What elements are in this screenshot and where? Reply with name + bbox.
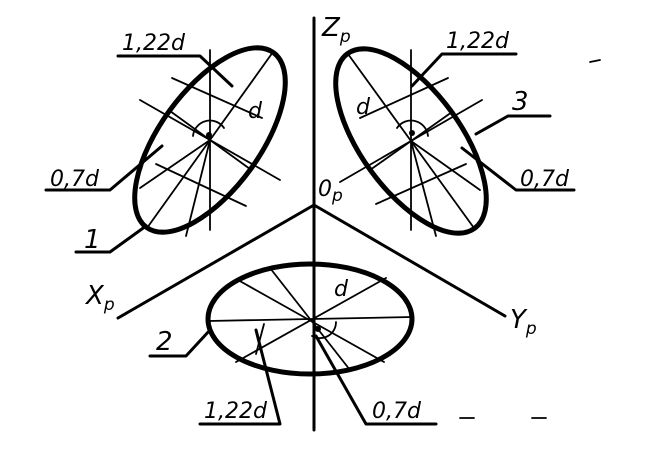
ellipse-3-diameter-label: d (356, 95, 371, 120)
ellipse-1-diameter-label: d (248, 99, 263, 124)
ellipse-2-center-dot (315, 326, 321, 332)
leader-lines (44, 52, 576, 426)
ellipse-2-chord-a (269, 267, 351, 371)
ellipse-1-chord-lower (155, 163, 247, 207)
x-axis-main: X (84, 281, 105, 311)
ellipse-1-center-dot (206, 132, 212, 138)
ellipse-3-chord-a (410, 140, 481, 191)
ellipse-1-major-label: 1,22d (122, 31, 186, 56)
ellipse-2-chord-b (255, 323, 265, 355)
z-axis-sub: p (339, 27, 351, 47)
z-axis-main: Z (321, 13, 341, 43)
ellipse-1-right-angle-mark (192, 119, 225, 137)
ellipse-2-major-label: 1,22d (204, 399, 268, 424)
ellipse-3-chord-upper (359, 77, 449, 119)
ellipse-3-number: 3 (512, 87, 529, 117)
ellipse-1-chord-a (139, 139, 211, 189)
ellipse-3-center-dot (409, 130, 415, 136)
z-axis-label: Zp (321, 13, 351, 47)
origin-main: 0 (318, 177, 332, 202)
ellipse-2-minor-leader (314, 334, 438, 426)
ellipse-3-group (333, 46, 489, 237)
ellipse-2 (205, 261, 415, 377)
ellipse-2-minor-label: 0,7d (372, 399, 422, 424)
y-axis-line (312, 203, 507, 318)
x-axis-label: Xp (84, 281, 115, 315)
ellipse-3-right-angle-mark (396, 119, 429, 137)
ellipse-3-major-label: 1,22d (446, 29, 510, 54)
ellipse-3-chord-lower (375, 163, 467, 205)
ellipse-1-chord-upper (171, 77, 263, 119)
ellipse-1-minor-leader (44, 144, 164, 192)
ellipse-2-number-leader (148, 328, 212, 358)
ellipse-1-number: 1 (84, 225, 101, 255)
ellipse-2-number: 2 (156, 327, 173, 357)
ellipse-1-chord-b (185, 139, 211, 237)
ellipse-3-major-leader (410, 52, 518, 88)
y-axis-label: Yp (510, 305, 537, 339)
ellipse-2-major-leader (198, 328, 282, 426)
origin-sub: p (331, 186, 343, 206)
origin-label: 0p (318, 177, 343, 206)
ellipse-2-group (205, 261, 415, 377)
ellipse-3-minor-label: 0,7d (520, 167, 570, 192)
ellipse-3-chord-b (410, 140, 437, 237)
ellipse-3-number-leader (474, 114, 552, 136)
ellipse-3-minor-leader (460, 146, 576, 192)
y-axis-sub: p (525, 319, 537, 339)
x-axis-line (116, 203, 316, 320)
axes (116, 16, 507, 432)
ellipse-1-major-leader (116, 54, 234, 88)
x-axis-sub: p (103, 295, 115, 315)
y-axis-main: Y (510, 305, 528, 335)
ellipse-1-minor-label: 0,7d (50, 167, 100, 192)
ellipse-1-number-leader (74, 224, 148, 254)
scan-mark (589, 59, 601, 63)
ellipse-2-diameter-label: d (334, 277, 349, 302)
